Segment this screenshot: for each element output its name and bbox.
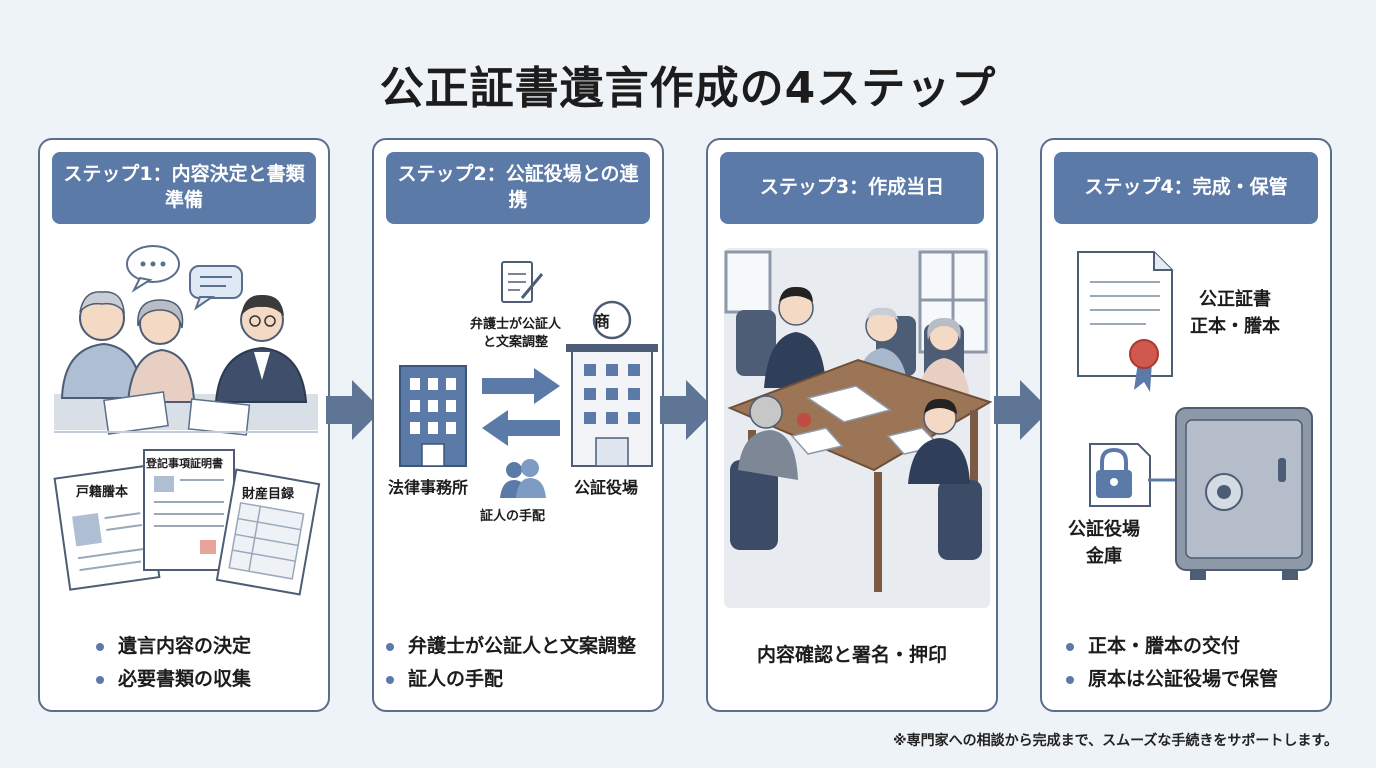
- elderly-woman-figure: [126, 299, 196, 403]
- notary-office-label: 公証役場: [574, 478, 639, 497]
- page-title: 公正証書遺言作成の4ステップ: [379, 63, 997, 114]
- step-1-card: ステップ1：内容決定と書類準備: [38, 138, 330, 712]
- exchange-arrows-icon: [482, 368, 560, 446]
- notary-office-building-icon: [566, 300, 658, 467]
- lawyer-figure: [764, 286, 826, 388]
- witness-figure: [908, 398, 982, 560]
- coordination-illustration: [399, 261, 658, 498]
- lawyer-figure: [214, 294, 308, 403]
- completion-storage-illustration: [1077, 251, 1313, 580]
- step-1-bullet: 遺言内容の決定: [96, 630, 251, 663]
- arrow-right-icon: [994, 380, 1050, 440]
- step-3-card: ステップ3：作成当日: [706, 138, 998, 712]
- step-3-header: ステップ3：作成当日: [720, 152, 984, 224]
- signing-meeting-illustration: [724, 248, 993, 608]
- doc-label-asset-inventory: 財産目録: [242, 487, 295, 502]
- doc-label-family-register: 戸籍謄本: [76, 485, 129, 500]
- asset-inventory-document: [215, 468, 321, 596]
- step-2-bullet: 証人の手配: [386, 663, 636, 696]
- consultation-illustration: [53, 245, 321, 596]
- step-2-card: ステップ2：公証役場との連携: [372, 138, 664, 712]
- law-office-building-icon: [399, 365, 467, 467]
- step-3-caption: 内容確認と署名・押印: [756, 644, 947, 666]
- certificate-label: 公正証書 正本・謄本: [1190, 286, 1280, 340]
- step-1-bullet: 必要書類の収集: [96, 663, 251, 696]
- witness-label: 証人の手配: [480, 509, 546, 524]
- doc-label-registry-certificate: 登記事項証明書: [146, 457, 223, 470]
- certificate-label-line1: 公正証書: [1199, 289, 1271, 310]
- step-1-header: ステップ1：内容決定と書類準備: [52, 152, 316, 224]
- step-2-header: ステップ2：公証役場との連携: [386, 152, 650, 224]
- coordination-label-line2: と文案調整: [483, 335, 549, 351]
- safe-label-line1: 公証役場: [1068, 519, 1140, 540]
- certificate-document-icon: [1077, 251, 1173, 392]
- arrow-right-icon: [660, 380, 716, 440]
- speech-bubble-icon: [126, 245, 243, 311]
- step-4-bullet: 正本・謄本の交付: [1066, 630, 1278, 663]
- witness-figure: [730, 395, 798, 550]
- notary-sign-label: 商: [594, 312, 611, 331]
- elderly-man-figure: [60, 291, 144, 399]
- step-4-card: ステップ4：完成・保管: [1040, 138, 1332, 712]
- lock-icon: [1089, 443, 1151, 507]
- safe-icon: [1175, 407, 1313, 580]
- registry-certificate-document: [143, 449, 235, 571]
- step-4-bullets: 正本・謄本の交付 原本は公証役場で保管: [1066, 630, 1278, 696]
- step-4-bullet: 原本は公証役場で保管: [1066, 663, 1278, 696]
- step-2-bullet: 弁護士が公証人と文案調整: [386, 630, 636, 663]
- safe-label: 公証役場 金庫: [1068, 516, 1140, 570]
- arrow-right-icon: [326, 380, 382, 440]
- step-1-bullets: 遺言内容の決定 必要書類の収集: [96, 630, 251, 696]
- coordination-label-line1: 弁護士が公証人: [470, 317, 562, 332]
- certificate-label-line2: 正本・謄本: [1190, 316, 1280, 337]
- document-pen-icon: [501, 261, 544, 303]
- step-2-bullets: 弁護士が公証人と文案調整 証人の手配: [386, 630, 636, 696]
- law-office-label: 法律事務所: [388, 478, 469, 497]
- witness-people-icon: [500, 459, 546, 498]
- footnote: ※専門家への相談から完成まで、スムーズな手続きをサポートします。: [893, 733, 1338, 749]
- coordination-label: 弁護士が公証人 と文案調整: [470, 316, 561, 352]
- safe-label-line2: 金庫: [1086, 546, 1122, 567]
- step-4-header: ステップ4：完成・保管: [1054, 152, 1318, 224]
